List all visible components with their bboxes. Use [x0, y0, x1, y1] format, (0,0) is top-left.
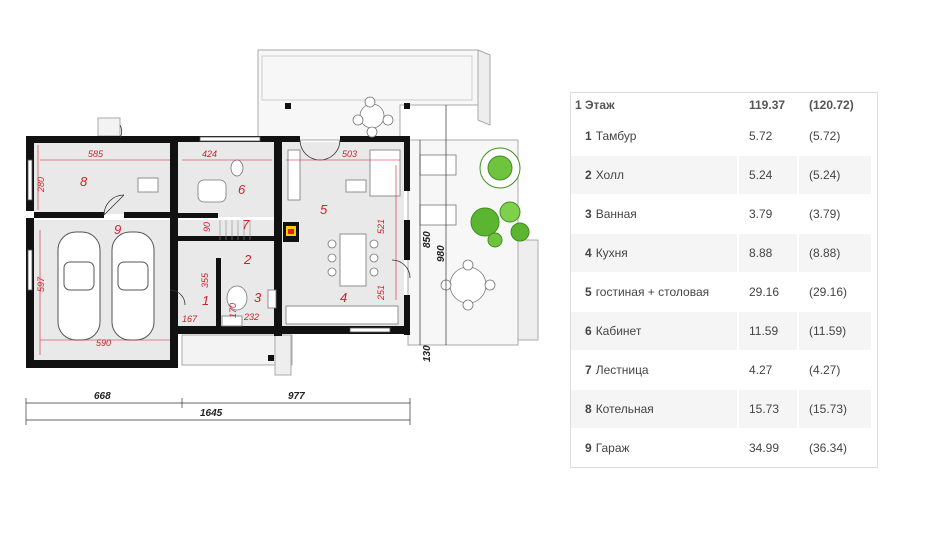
- room-label: 1: [202, 293, 209, 308]
- dim-label: 585: [88, 149, 104, 159]
- room-name: Холл: [595, 168, 624, 182]
- plant-icon: [470, 147, 530, 248]
- dim-label: 503: [342, 149, 357, 159]
- room-gross: (5.24): [799, 156, 871, 194]
- room-gross: (15.73): [799, 390, 871, 428]
- room-number: 1: [585, 129, 592, 143]
- room-label: 2: [243, 252, 252, 267]
- room-area: 5.72: [739, 117, 797, 155]
- dim-label: 170: [228, 303, 238, 318]
- room-gross: (29.16): [799, 273, 871, 311]
- room-number: 6: [585, 324, 592, 338]
- room-label: 8: [80, 174, 88, 189]
- dim-label: 597: [36, 276, 46, 292]
- room-name: Тамбур: [595, 129, 637, 143]
- room-labels: 1 2 3 4 5 6 7 8 9: [80, 174, 347, 308]
- inner-dimensions: 585 424 503 280 597 590 90 355 167 170 2…: [36, 149, 386, 348]
- room-label: 5: [320, 202, 328, 217]
- furniture: [137, 96, 496, 327]
- room-number: 9: [585, 441, 592, 455]
- room-name: гостиная + столовая: [595, 285, 710, 299]
- outer-dimension-lines: [25, 105, 447, 425]
- dim-label: 232: [243, 312, 259, 322]
- fireplace-icon: [283, 222, 299, 242]
- room-area: 34.99: [739, 429, 797, 467]
- room-area: 4.27: [739, 351, 797, 389]
- room-area: 15.73: [739, 390, 797, 428]
- dim-label: 521: [376, 219, 386, 234]
- dim-label: 980: [436, 245, 447, 262]
- dim-label: 977: [288, 391, 305, 402]
- room-name: Ванная: [595, 207, 637, 221]
- floor-title: 1 Этаж: [571, 94, 737, 116]
- room-name: Кухня: [595, 246, 628, 260]
- dim-label: 590: [96, 338, 111, 348]
- dim-label: 90: [202, 222, 212, 232]
- dimension-lines: [37, 145, 400, 355]
- room-area: 8.88: [739, 234, 797, 272]
- dim-label: 668: [94, 391, 111, 402]
- room-gross: (8.88): [799, 234, 871, 272]
- floor-total-gross: (120.72): [799, 94, 871, 116]
- room-label: 7: [242, 217, 250, 232]
- car-icon: [57, 231, 155, 341]
- outer-dimensions: 668 977 1645 850 980 130: [94, 231, 447, 419]
- room-gross: (4.27): [799, 351, 871, 389]
- room-name: Лестница: [595, 363, 649, 377]
- room-gross: (3.79): [799, 195, 871, 233]
- room-name: Котельная: [595, 402, 654, 416]
- dim-label: 1645: [200, 408, 223, 419]
- windows: [27, 136, 391, 333]
- floor-total-area: 119.37: [739, 94, 797, 116]
- dim-label: 251: [376, 285, 386, 301]
- room-name: Гараж: [595, 441, 630, 455]
- room-gross: (5.72): [799, 117, 871, 155]
- room-gross: (11.59): [799, 312, 871, 350]
- room-label: 6: [238, 182, 246, 197]
- dim-label: 424: [202, 149, 217, 159]
- room-area: 5.24: [739, 156, 797, 194]
- dim-label: 130: [422, 345, 433, 362]
- dim-label: 280: [36, 177, 46, 193]
- table-header-row: 1 Этаж 119.37 (120.72): [571, 93, 877, 116]
- room-number: 5: [585, 285, 592, 299]
- stairs: [219, 220, 251, 240]
- dim-label: 167: [182, 314, 198, 324]
- room-gross: (36.34): [799, 429, 871, 467]
- room-label: 4: [340, 290, 347, 305]
- room-name: Кабинет: [595, 324, 642, 338]
- room-number: 7: [585, 363, 592, 377]
- room-area: 11.59: [739, 312, 797, 350]
- dim-label: 355: [200, 272, 210, 288]
- room-number: 4: [585, 246, 592, 260]
- room-number: 8: [585, 402, 592, 416]
- floor-plan: 1 2 3 4 5 6 7 8 9 585 424 503 280 597 59…: [25, 49, 539, 425]
- room-area: 29.16: [739, 273, 797, 311]
- room-number: 2: [585, 168, 592, 182]
- room-number: 3: [585, 207, 592, 221]
- room-area: 3.79: [739, 195, 797, 233]
- room-label: 9: [114, 222, 121, 237]
- room-label: 3: [254, 290, 262, 305]
- dim-label: 850: [422, 231, 433, 248]
